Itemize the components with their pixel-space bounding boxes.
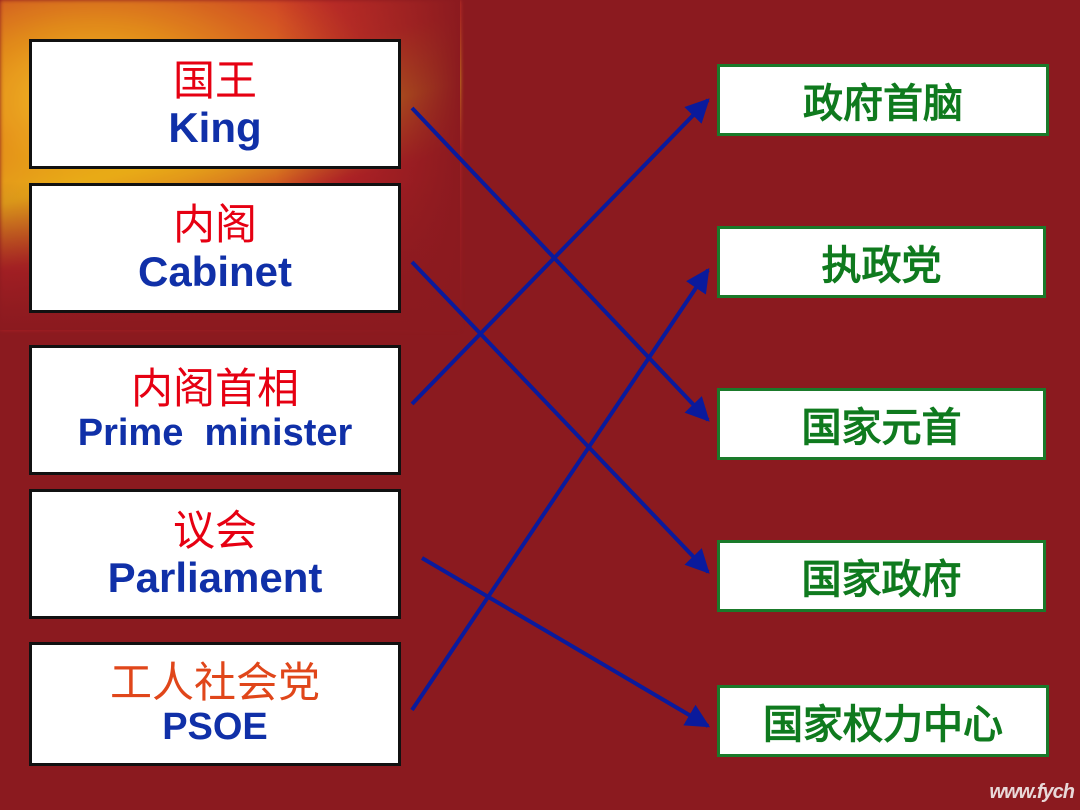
right-box-label: 国家元首 [801,405,962,451]
left-box-cn-label: 议会 [172,505,257,555]
connection-arrow-4-1 [410,268,710,712]
left-box-en-label: Prime minister [77,412,353,455]
left-box-cn-label: 内阁 [172,199,257,249]
left-box-prime-minister[interactable]: 内阁首相 Prime minister [29,345,401,475]
left-box-king[interactable]: 国王 King [29,39,401,169]
right-box-power-center[interactable]: 国家权力中心 [717,685,1049,757]
right-box-label: 国家权力中心 [763,702,1003,748]
connection-arrow-0-2 [410,106,710,422]
left-box-en-label: King [168,104,262,151]
left-box-en-label: Parliament [107,554,323,601]
right-box-label: 执政党 [821,243,942,289]
right-box-ruling-party[interactable]: 执政党 [717,226,1046,298]
right-box-head-of-state[interactable]: 国家元首 [717,388,1046,460]
right-box-label: 国家政府 [801,557,962,603]
connection-arrow-1-3 [410,260,710,574]
left-box-cn-label: 工人社会党 [109,658,320,708]
watermark-logo: www.fych [989,781,1075,803]
right-box-head-of-government[interactable]: 政府首脑 [717,64,1049,136]
left-box-parliament[interactable]: 议会 Parliament [29,489,401,619]
left-box-psoe[interactable]: 工人社会党 PSOE [29,642,401,766]
connection-arrow-3-4 [420,556,711,728]
right-box-label: 政府首脑 [803,81,963,127]
connection-arrow-2-0 [410,98,710,406]
right-box-national-government[interactable]: 国家政府 [717,540,1046,612]
left-box-en-label: Cabinet [137,248,292,295]
left-box-cabinet[interactable]: 内阁 Cabinet [29,183,401,313]
left-box-cn-label: 内阁首相 [130,364,299,414]
left-box-en-label: PSOE [162,706,268,749]
left-box-cn-label: 国王 [172,55,257,105]
